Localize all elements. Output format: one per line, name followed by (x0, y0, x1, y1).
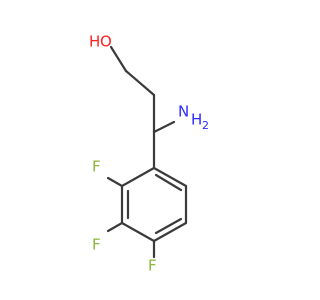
bond-ring-fluorine-2 (106, 221, 124, 233)
structure-diagram: H O N H 2 F F F (89, 33, 209, 275)
ring-double-bond-a1-a2 (154, 173, 183, 192)
bond-c3-n (152, 120, 176, 134)
fluorine-label-2: F (92, 236, 101, 254)
bond-layer (106, 45, 188, 259)
ring-bond-a1-a2 (152, 166, 188, 188)
bond-ring-fluorine-1 (106, 176, 124, 188)
ring-double-bond-a3-a4 (154, 217, 183, 235)
amine-nitrogen-label: N (178, 103, 189, 121)
amine-hydrogen-label: H (191, 111, 202, 129)
ring-bond-a4-a5 (120, 221, 156, 243)
atom-label-layer: H O N H 2 F F F (89, 33, 209, 275)
structure-canvas: H O N H 2 F F F (89, 32, 209, 275)
fluorine-label-1: F (92, 158, 101, 176)
amine-hydrogen-count-label: 2 (202, 119, 209, 132)
ring-bond-a3-a4 (152, 221, 188, 243)
fluorine-label-3: F (148, 257, 157, 275)
hydroxyl-oxygen-label: O (100, 33, 112, 51)
hydroxyl-hydrogen-label: H (89, 33, 100, 51)
bond-c1-c2 (124, 69, 156, 97)
ring-bond-a6-a1 (120, 166, 156, 188)
bond-o-c1 (109, 45, 128, 73)
